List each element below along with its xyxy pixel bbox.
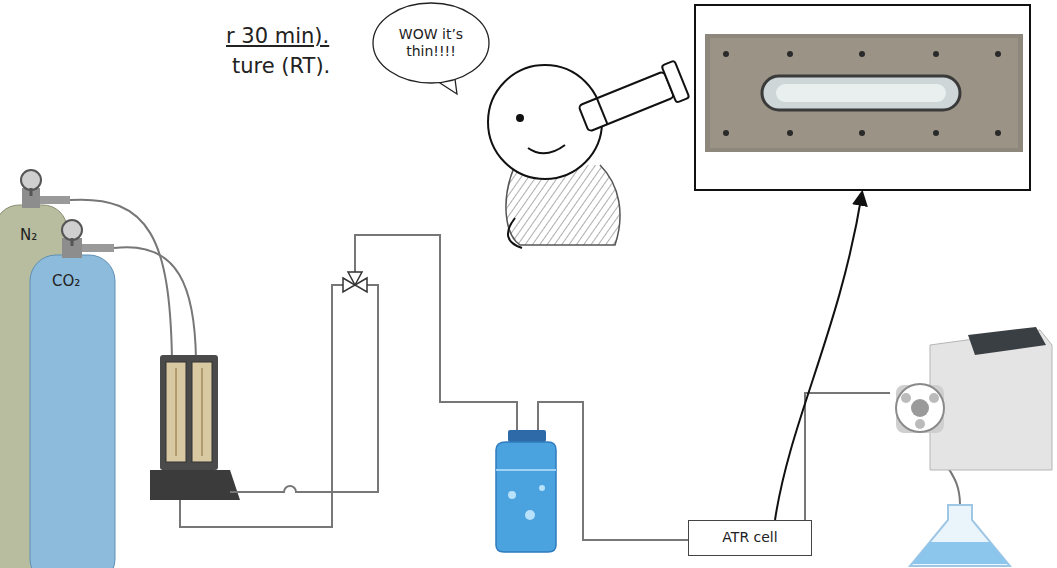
waste-flask bbox=[910, 505, 1010, 566]
slide-text-fragment: r 30 min). bbox=[226, 24, 329, 48]
gas-label: CO₂ bbox=[52, 272, 80, 290]
co2-cylinder bbox=[30, 220, 115, 568]
gas-label: N₂ bbox=[20, 226, 37, 244]
slide-text-fragment: ture (RT). bbox=[232, 54, 330, 78]
speech-text: WOW it’s thin!!!! bbox=[392, 26, 470, 61]
photo-arrow bbox=[775, 193, 862, 520]
atr-cell-photo bbox=[695, 5, 1030, 190]
speech-bubble: WOW it’s thin!!!! bbox=[372, 2, 490, 84]
process-box: ATR cell bbox=[688, 520, 812, 556]
box-label: ATR cell bbox=[722, 529, 777, 547]
flowmeter bbox=[150, 355, 240, 500]
three-way-valve bbox=[343, 272, 367, 292]
gas-tube bbox=[70, 200, 196, 360]
gas-bottle bbox=[496, 430, 556, 552]
observer-figure bbox=[488, 60, 689, 248]
peristaltic-pump bbox=[896, 327, 1052, 470]
